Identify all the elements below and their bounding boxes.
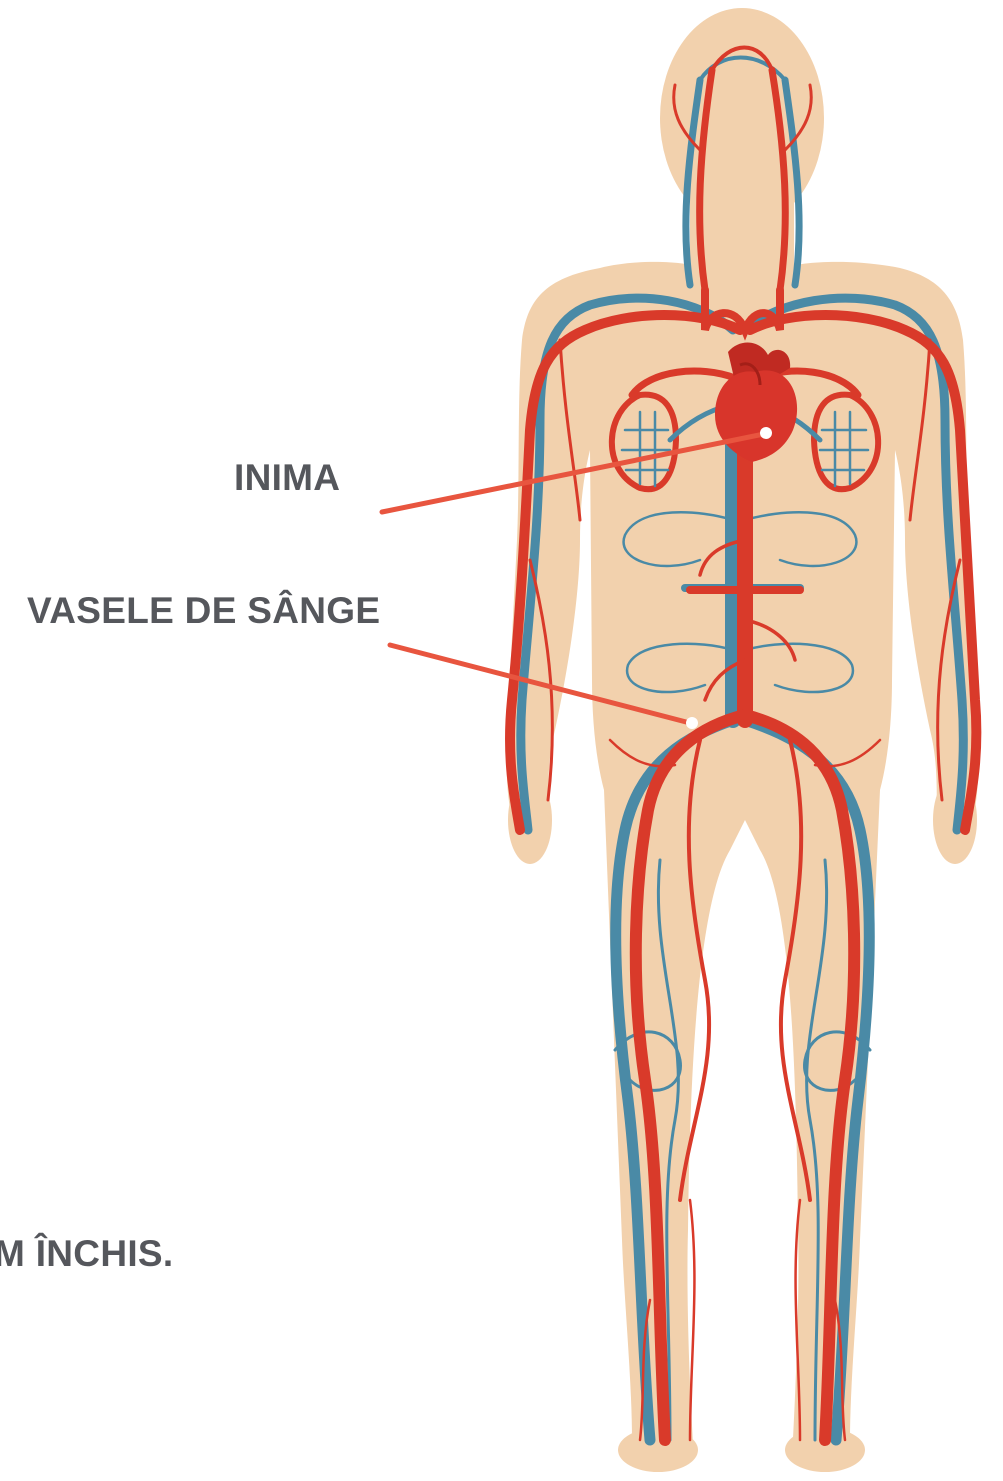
vessels-pointer-dot [686, 717, 698, 729]
body-silhouette [507, 8, 979, 1472]
heart-pointer-dot [760, 427, 772, 439]
heart-label: INIMA [234, 457, 340, 499]
blood-vessels-label: VASELE DE SÂNGE [27, 590, 380, 632]
caption-fragment: M ÎNCHIS. [0, 1233, 173, 1275]
